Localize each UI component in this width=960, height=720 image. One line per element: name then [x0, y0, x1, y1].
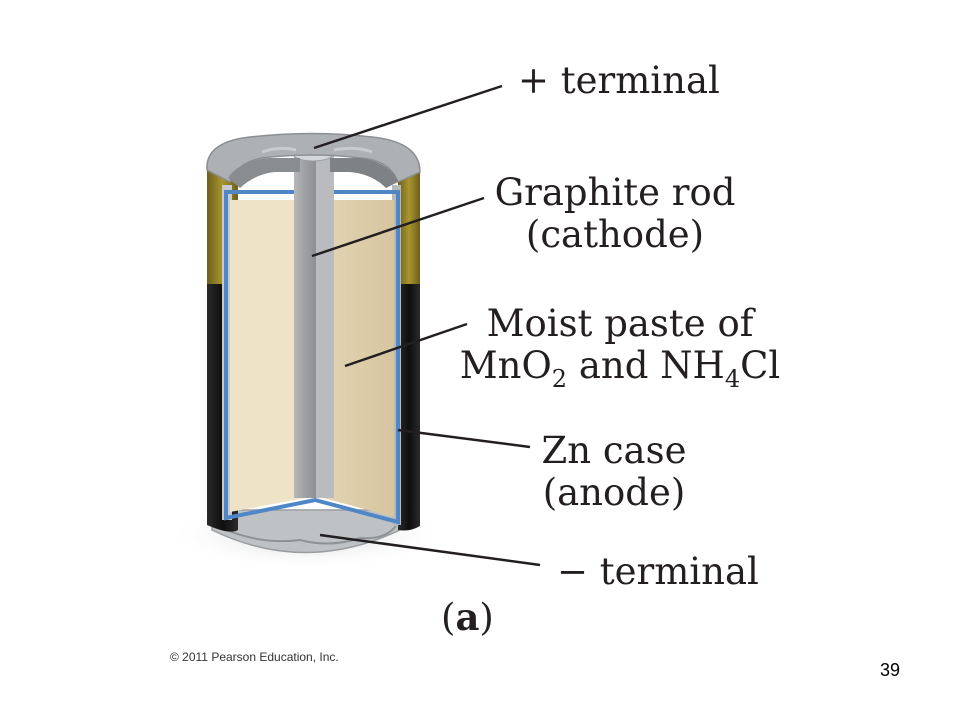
label-zn-case-line2: (anode) [542, 471, 686, 514]
leader-zn-case [397, 428, 531, 449]
formula-cl: Cl [740, 344, 781, 387]
formula-mno: MnO [459, 344, 552, 387]
label-zn-case-line1: Zn case [541, 429, 687, 472]
paste-right-face [316, 200, 394, 517]
label-graphite-rod: Graphite rod (cathode) [480, 172, 750, 256]
page-number: 39 [880, 660, 901, 680]
caption-close-paren: ) [479, 596, 494, 639]
leader-paste [344, 322, 468, 368]
leader-graphite-rod [311, 196, 485, 258]
formula-and-nh: and NH [567, 344, 725, 387]
formula-nh-subscript: 4 [724, 365, 741, 393]
label-negative-terminal: − terminal [557, 550, 759, 593]
bottom-cap-rim [221, 525, 397, 545]
caption-letter: a [455, 595, 480, 639]
copyright-notice: © 2011 Pearson Education, Inc. [170, 650, 339, 664]
outer-wrapper-black-right [398, 282, 420, 531]
top-cap-notch [261, 146, 297, 154]
top-cap-notch-right [333, 146, 373, 154]
label-graphite-rod-line2: (cathode) [525, 213, 705, 256]
label-moist-paste: Moist paste of MnO2 and NH4Cl [450, 303, 790, 400]
label-zn-case: Zn case (anode) [534, 430, 694, 514]
top-seal [228, 158, 300, 188]
top-seal-right [330, 158, 398, 188]
graphite-rod-side [316, 156, 334, 498]
label-moist-paste-line2: MnO2 and NH4Cl [450, 345, 790, 400]
leader-positive-terminal [313, 84, 503, 150]
label-graphite-rod-line1: Graphite rod [494, 171, 736, 214]
graphite-rod-front [294, 156, 316, 498]
label-moist-paste-line1: Moist paste of [486, 302, 754, 345]
label-positive-terminal: + terminal [518, 59, 720, 102]
formula-mno-subscript: 2 [551, 365, 568, 393]
inner-lining [224, 190, 400, 525]
top-cap [206, 132, 421, 184]
outer-wrapper-gold-right [398, 172, 420, 284]
leader-negative-terminal [319, 533, 541, 567]
figure-caption: (a) [441, 596, 494, 639]
bottom-cap [211, 509, 401, 554]
caption-open-paren: ( [441, 596, 456, 639]
